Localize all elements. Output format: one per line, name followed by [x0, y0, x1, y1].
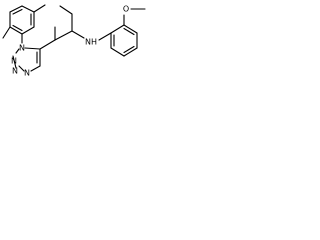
methoxyphenyl-ring: [110, 8, 146, 57]
double-bond-inner: [123, 45, 135, 54]
bond: [54, 30, 73, 41]
bond: [110, 47, 125, 57]
methyl-bond: [2, 26, 11, 39]
bond: [98, 32, 112, 41]
ethyl-bond: [59, 5, 73, 15]
methyl-bond: [33, 4, 46, 13]
bond: [9, 5, 23, 13]
dimethylphenyl-ring: [2, 4, 46, 44]
amine-linker: [98, 32, 112, 41]
bond: [21, 26, 35, 35]
methoxy-oxygen-label: O: [123, 5, 129, 14]
double-bond-inner: [18, 65, 25, 72]
atom-labels: N N N N NH O: [11, 5, 129, 78]
bond: [39, 39, 56, 50]
double-bond-inner: [12, 8, 23, 15]
tetrazole-n2-label: N: [11, 57, 17, 66]
bond: [24, 47, 41, 50]
bond: [123, 47, 138, 57]
double-bond-inner: [12, 24, 23, 32]
bond: [9, 26, 23, 35]
chemical-structure-canvas: N N N N NH O: [0, 0, 171, 93]
tetrazole-n1-label: N: [19, 44, 25, 53]
bond: [123, 24, 138, 34]
molecule-drawing: N N N N NH O: [2, 4, 146, 78]
bond: [21, 5, 35, 13]
tetrazole-n4-label: N: [24, 69, 30, 78]
bond: [12, 55, 17, 69]
bond: [110, 24, 125, 34]
central-carbon: [54, 5, 85, 41]
bond: [30, 65, 41, 72]
tetrazole-n3-label: N: [12, 67, 18, 76]
double-bond-inner: [123, 27, 135, 36]
tetrazole-ring: [12, 39, 56, 72]
bond: [15, 48, 20, 54]
bond: [71, 30, 85, 39]
amine-nh-label: NH: [85, 38, 97, 47]
